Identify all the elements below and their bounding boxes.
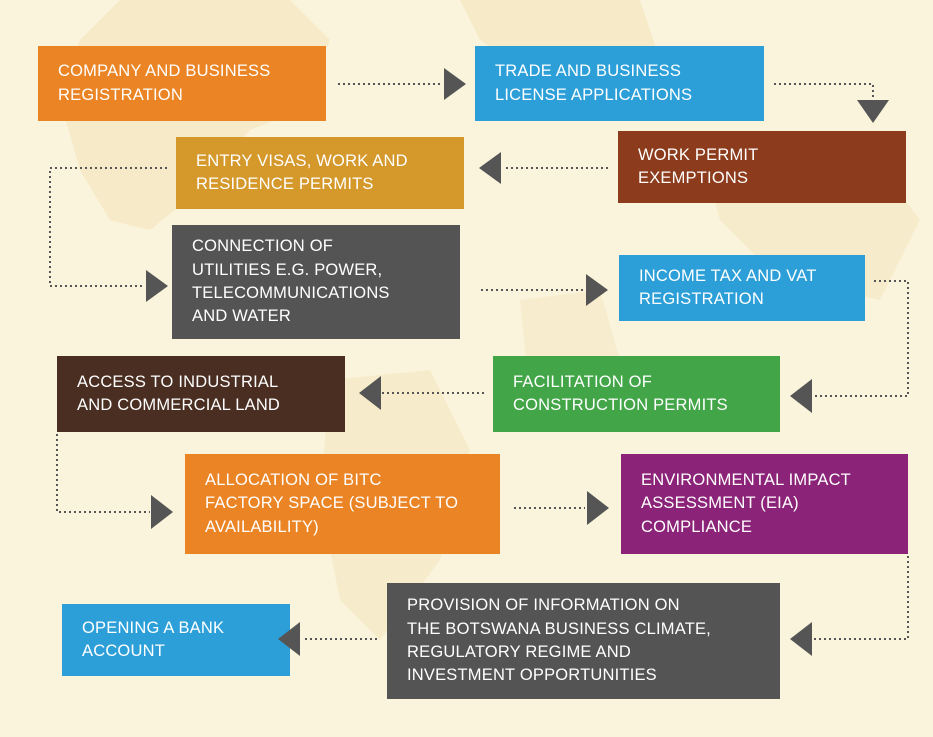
arrow-left-icon <box>790 622 812 656</box>
step-trade-license: TRADE AND BUSINESS LICENSE APPLICATIONS <box>475 46 764 121</box>
step-label: CONNECTION OF UTILITIES E.G. POWER, TELE… <box>192 237 390 326</box>
arrow-right-icon <box>444 68 466 100</box>
arrow-right-icon <box>586 274 608 306</box>
arrow-left-icon <box>359 376 381 410</box>
step-construction-permits: FACILITATION OF CONSTRUCTION PERMITS <box>493 356 780 432</box>
step-label: PROVISION OF INFORMATION ON THE BOTSWANA… <box>407 596 711 685</box>
step-label: INCOME TAX AND VAT REGISTRATION <box>639 266 817 308</box>
arrow-left-icon <box>278 622 300 656</box>
connector-line <box>49 167 167 287</box>
step-label: OPENING A BANK ACCOUNT <box>82 618 225 660</box>
connector-line <box>814 280 909 397</box>
step-label: ALLOCATION OF BITC FACTORY SPACE (SUBJEC… <box>205 470 459 536</box>
arrow-right-icon <box>151 495 173 529</box>
step-industrial-land: ACCESS TO INDUSTRIAL AND COMMERCIAL LAND <box>57 356 345 432</box>
step-label: ENTRY VISAS, WORK AND RESIDENCE PERMITS <box>196 151 408 193</box>
arrow-left-icon <box>790 379 812 413</box>
connector-line <box>814 556 909 640</box>
step-work-permit-exemptions: WORK PERMIT EXEMPTIONS <box>618 131 906 203</box>
step-company-registration: COMPANY AND BUSINESS REGISTRATION <box>38 46 326 121</box>
step-label: TRADE AND BUSINESS LICENSE APPLICATIONS <box>495 62 693 104</box>
step-label: ENVIRONMENTAL IMPACT ASSESSMENT (EIA) CO… <box>641 470 851 536</box>
connector-line <box>56 434 150 513</box>
arrow-right-icon <box>587 491 609 525</box>
step-factory-space: ALLOCATION OF BITC FACTORY SPACE (SUBJEC… <box>185 454 500 554</box>
step-business-climate: PROVISION OF INFORMATION ON THE BOTSWANA… <box>387 583 780 699</box>
arrow-down-icon <box>857 100 889 123</box>
step-label: WORK PERMIT EXEMPTIONS <box>638 145 759 187</box>
step-label: ACCESS TO INDUSTRIAL AND COMMERCIAL LAND <box>77 372 281 414</box>
step-bank-account: OPENING A BANK ACCOUNT <box>62 604 290 676</box>
step-utilities: CONNECTION OF UTILITIES E.G. POWER, TELE… <box>172 225 460 339</box>
step-label: FACILITATION OF CONSTRUCTION PERMITS <box>513 372 728 414</box>
step-label: COMPANY AND BUSINESS REGISTRATION <box>58 62 271 104</box>
connector-line <box>774 83 874 98</box>
step-income-tax: INCOME TAX AND VAT REGISTRATION <box>619 255 865 321</box>
arrow-right-icon <box>146 270 168 302</box>
step-eia-compliance: ENVIRONMENTAL IMPACT ASSESSMENT (EIA) CO… <box>621 454 908 554</box>
step-entry-visas: ENTRY VISAS, WORK AND RESIDENCE PERMITS <box>176 137 464 209</box>
arrow-left-icon <box>479 152 501 184</box>
